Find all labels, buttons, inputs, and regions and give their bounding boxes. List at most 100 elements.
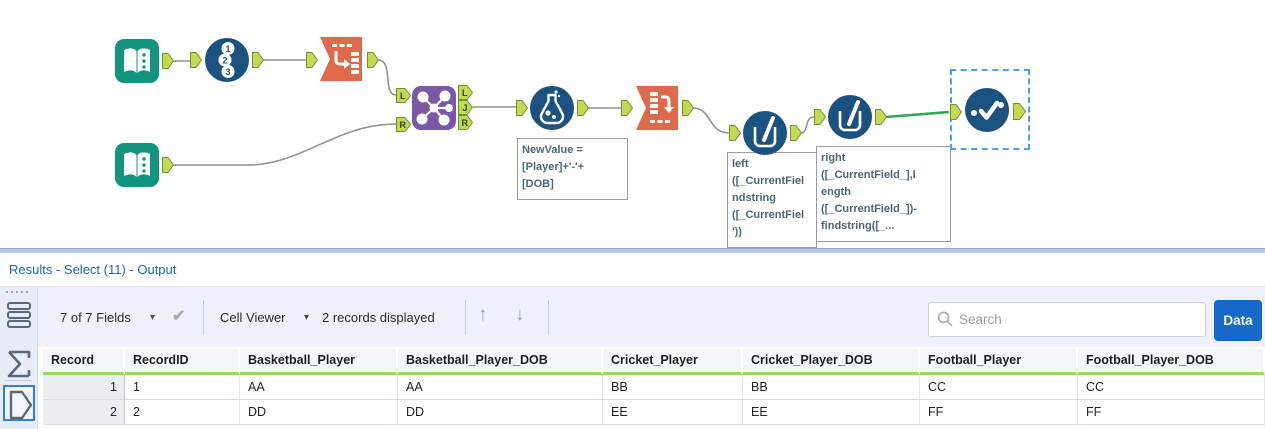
output-anchor[interactable]: [790, 125, 803, 141]
output-anchor[interactable]: [367, 52, 380, 68]
output-anchor[interactable]: [162, 157, 175, 173]
results-toolbar: 7 of 7 Fields ▾ ✔ Cell Viewer ▾ 2 record…: [38, 287, 1265, 347]
beaker-icon: [828, 95, 872, 139]
output-anchor[interactable]: [875, 109, 888, 125]
table-cell[interactable]: AA: [398, 375, 603, 400]
transpose-icon: [320, 37, 362, 81]
input-data-tool-1[interactable]: [114, 38, 160, 84]
input-data-icon: [115, 143, 159, 187]
table-cell[interactable]: BB: [603, 375, 743, 400]
output-anchor[interactable]: [682, 100, 695, 116]
formula-annotation[interactable]: NewValue = [Player]+'-'+ [DOB]: [517, 138, 628, 200]
column-header[interactable]: Football_Player: [920, 349, 1078, 375]
preview-shape-button-selected[interactable]: [3, 385, 35, 421]
toolbar-divider: [203, 300, 204, 335]
select-tool[interactable]: [964, 87, 1010, 133]
multi-field-formula-tool-1[interactable]: [742, 110, 788, 156]
join-tool[interactable]: [411, 85, 457, 131]
table-view-icon[interactable]: [7, 301, 31, 329]
record-number-cell: 2: [43, 400, 125, 425]
table-cell[interactable]: CC: [920, 375, 1078, 400]
left-formula-annotation[interactable]: left ([_CurrentFiel ndstring ([_CurrentF…: [727, 152, 817, 248]
input-anchor[interactable]: [729, 125, 742, 141]
chevron-down-icon[interactable]: ▾: [150, 312, 156, 323]
input-anchor[interactable]: [306, 52, 319, 68]
wire-input2-join-r[interactable]: [173, 123, 397, 166]
input-data-tool-2[interactable]: [114, 142, 160, 188]
svg-text:2: 2: [222, 56, 227, 66]
formula-tool[interactable]: [529, 85, 575, 131]
output-anchor[interactable]: [577, 100, 590, 116]
results-header-bar: Results - Select (11) - Output: [0, 253, 1265, 287]
multi-field-formula-tool-2[interactable]: [827, 94, 873, 140]
input-anchor[interactable]: [814, 109, 827, 125]
table-row[interactable]: 2 2 DD DD EE EE FF FF: [43, 400, 1265, 425]
search-input[interactable]: [959, 303, 1199, 336]
annotation-line: ength: [821, 186, 851, 198]
formula-flask-icon: [530, 86, 574, 130]
wire-mff2-select-green[interactable]: [885, 110, 950, 119]
transpose-tool[interactable]: [318, 36, 364, 82]
cell-viewer-dropdown[interactable]: Cell Viewer: [220, 310, 286, 325]
output-anchor[interactable]: [252, 52, 265, 68]
recordid-tool[interactable]: 1 2 3: [204, 37, 250, 83]
join-output-anchor-l[interactable]: L: [458, 85, 474, 100]
table-cell[interactable]: 2: [125, 400, 240, 425]
annotation-line: NewValue =: [522, 144, 583, 156]
column-header[interactable]: Football_Player_DOB: [1078, 349, 1265, 375]
table-cell[interactable]: EE: [743, 400, 920, 425]
svg-text:L: L: [400, 91, 406, 101]
wire-transpose-join-l[interactable]: [377, 59, 397, 96]
table-cell[interactable]: FF: [1078, 400, 1265, 425]
table-cell[interactable]: CC: [1078, 375, 1265, 400]
arrow-up-icon[interactable]: ↑: [478, 304, 488, 325]
column-header[interactable]: Cricket_Player_DOB: [743, 349, 920, 375]
table-cell[interactable]: DD: [398, 400, 603, 425]
svg-text:L: L: [462, 88, 468, 98]
join-input-anchor-r[interactable]: R: [396, 117, 412, 132]
column-header[interactable]: Basketball_Player_DOB: [398, 349, 603, 375]
table-cell[interactable]: 1: [125, 375, 240, 400]
output-anchor[interactable]: [1013, 103, 1027, 120]
table-cell[interactable]: EE: [603, 400, 743, 425]
select-checkmark-icon: [965, 88, 1009, 132]
arrow-down-icon[interactable]: ↓: [515, 304, 525, 325]
results-left-rail: [0, 287, 38, 429]
column-header[interactable]: RecordID: [125, 349, 240, 375]
output-anchor[interactable]: [162, 53, 175, 69]
table-cell[interactable]: FF: [920, 400, 1078, 425]
join-output-anchor-j[interactable]: J: [458, 100, 474, 115]
input-anchor[interactable]: [950, 104, 963, 120]
record-number-cell: 1: [43, 375, 125, 400]
input-anchor[interactable]: [621, 100, 634, 116]
input-anchor[interactable]: [516, 100, 529, 116]
data-button[interactable]: Data: [1214, 300, 1262, 341]
panel-splitter[interactable]: [0, 248, 1265, 253]
table-row[interactable]: 1 1 AA AA BB BB CC CC: [43, 375, 1265, 400]
wire-crosstab-mff1[interactable]: [692, 107, 730, 134]
column-header[interactable]: Record: [43, 349, 125, 375]
table-cell[interactable]: AA: [240, 375, 398, 400]
wire-mff1-mff2[interactable]: [800, 116, 815, 134]
column-header[interactable]: Cricket_Player: [603, 349, 743, 375]
metadata-sigma-icon[interactable]: [6, 349, 32, 379]
fields-summary-dropdown[interactable]: 7 of 7 Fields: [60, 310, 131, 325]
table-cell[interactable]: DD: [240, 400, 398, 425]
join-input-anchor-l[interactable]: L: [396, 88, 412, 103]
pentagon-shape-icon: [9, 390, 33, 420]
workflow-canvas[interactable]: NewValue = [Player]+'-'+ [DOB] left ([_C…: [0, 0, 1265, 248]
table-cell[interactable]: BB: [743, 375, 920, 400]
drag-grip-icon[interactable]: [6, 291, 28, 293]
table-header-row: Record RecordID Basketball_Player Basket…: [43, 349, 1265, 375]
annotation-line: left: [732, 158, 749, 170]
search-box[interactable]: [928, 302, 1206, 337]
connection-wires: [173, 59, 950, 166]
crosstab-tool[interactable]: [634, 85, 680, 131]
input-anchor[interactable]: [190, 52, 203, 68]
column-header[interactable]: Basketball_Player: [240, 349, 398, 375]
right-formula-annotation[interactable]: right ([_CurrentField_],l ength ([_Curre…: [816, 146, 951, 242]
chevron-down-icon[interactable]: ▾: [304, 312, 310, 323]
apply-check-icon[interactable]: ✔: [172, 308, 186, 325]
crosstab-icon: [636, 86, 678, 130]
join-output-anchor-r[interactable]: R: [458, 115, 474, 130]
